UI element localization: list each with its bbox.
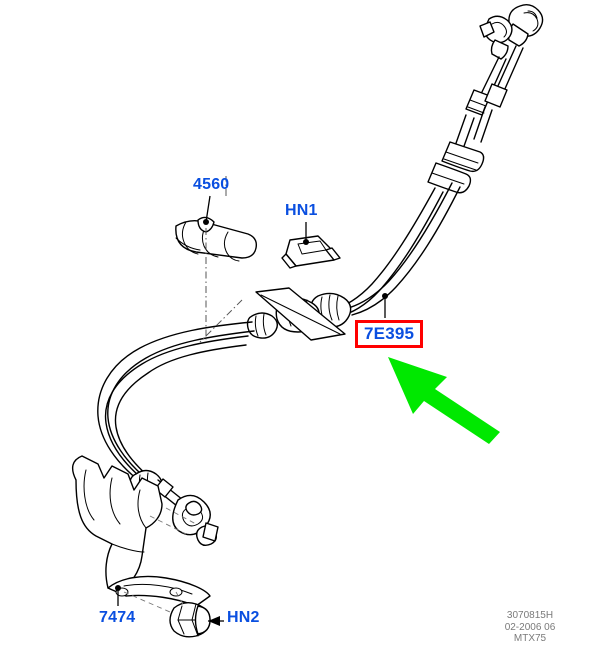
- cable-saddle-bracket-HN1: [281, 235, 341, 269]
- footer-drawing-number: 3070815H: [506, 610, 554, 621]
- callout-label-hn1: HN1: [285, 202, 318, 219]
- cable-runs-lower: [97, 321, 255, 483]
- callout-label-4560: 4560: [193, 176, 230, 193]
- callout-label-hn2: HN2: [227, 609, 260, 626]
- leader-lines: [115, 176, 388, 626]
- hex-flange-nut-HN2: [169, 601, 211, 638]
- upper-cable-end-fittings: [427, 3, 544, 194]
- callout-label-7474: 7474: [99, 609, 136, 626]
- footer-model: MTX75: [513, 633, 547, 644]
- cable-clip-4560: [175, 216, 258, 262]
- footer-date-code: 02-2006 06: [504, 621, 556, 633]
- cable-runs-upper: [329, 182, 461, 318]
- callout-label-7e395-highlighted: 7E395: [355, 320, 424, 348]
- drawing-footer: 3070815H 02-2006 06 MTX75: [470, 610, 590, 645]
- lower-mounting-bracket-7474: [71, 455, 211, 607]
- green-annotation-arrow: [388, 357, 500, 444]
- cable-junction-boots: [246, 287, 352, 341]
